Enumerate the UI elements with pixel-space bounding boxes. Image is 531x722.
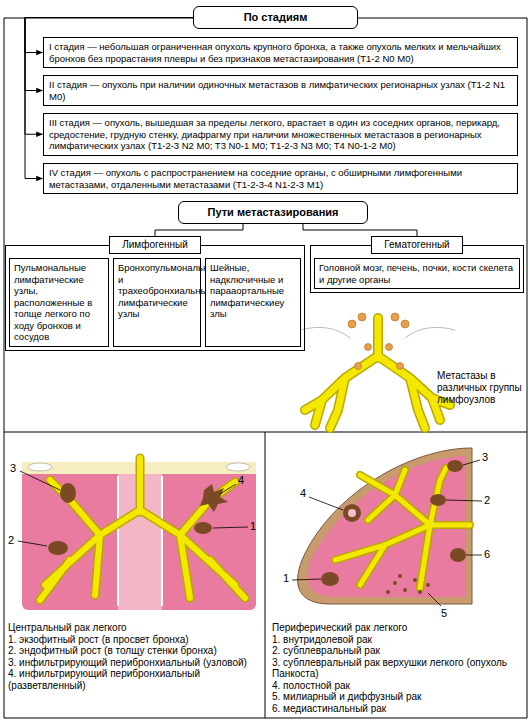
caption-item: 6. медиастинальный рак bbox=[272, 703, 522, 715]
box-text: Головной мозг, печень, почки, кости скел… bbox=[319, 262, 515, 285]
header-box: По стадиям bbox=[193, 6, 358, 29]
callout-number: 5 bbox=[441, 607, 447, 620]
box-text: Пульмональные лимфатические узлы, распол… bbox=[14, 262, 104, 343]
caption-item: 1. экзофитный рост (в просвет бронха) bbox=[8, 634, 260, 646]
connector bbox=[303, 224, 417, 236]
callout-number: 4 bbox=[300, 487, 306, 500]
text-box: Головной мозг, печень, почки, кости скел… bbox=[314, 258, 520, 289]
group-heading: Лимфогенный bbox=[109, 236, 201, 254]
lymph-node-dots bbox=[348, 313, 409, 370]
box-text: I стадия — небольшая ограниченная опухол… bbox=[49, 41, 512, 64]
text-box: Бронхопульмональные и трахеобронхиальные… bbox=[113, 258, 201, 347]
group-box: ГематогенныйГоловной мозг, печень, почки… bbox=[310, 236, 524, 293]
central-cancer-lungs bbox=[18, 458, 256, 610]
caption-item: 1. внутридолевой рак bbox=[272, 634, 522, 646]
box-text: IV стадия — опухоль с распространением н… bbox=[49, 167, 512, 190]
box-text: Шейные, надключичные и парааортальные ли… bbox=[210, 262, 296, 320]
stage-box: II стадия — опухоль при наличии одиночны… bbox=[43, 75, 518, 106]
callout-number: 3 bbox=[482, 451, 488, 464]
callout-number: 6 bbox=[484, 548, 490, 561]
caption-item: 3. инфильтрирующий перибронхиальный (узл… bbox=[8, 657, 260, 669]
callout-number: 1 bbox=[283, 572, 289, 585]
annotation: Метастазы в различных группы лимфоузлов bbox=[437, 370, 525, 406]
caption-list: Периферический рак легкого1. внутридолев… bbox=[272, 622, 522, 714]
group-box: ЛимфогенныйПульмональные лимфатические у… bbox=[5, 236, 305, 351]
callout-number: 4 bbox=[238, 474, 244, 487]
stage-box: IV стадия — опухоль с распространением н… bbox=[43, 163, 518, 194]
box-text: По стадиям bbox=[200, 11, 351, 24]
caption-title: Центральный рак легкого bbox=[8, 622, 260, 634]
text-box: Шейные, надключичные и парааортальные ли… bbox=[205, 258, 301, 347]
box-text: Бронхопульмональные и трахеобронхиальные… bbox=[118, 262, 196, 320]
callout-number: 2 bbox=[8, 534, 14, 547]
callout-number: 1 bbox=[250, 520, 256, 533]
group-heading: Гематогенный bbox=[371, 236, 462, 254]
box-text: II стадия — опухоль при наличии одиночны… bbox=[49, 79, 512, 102]
box-text: Пути метастазирования bbox=[185, 206, 361, 219]
connector bbox=[155, 224, 243, 236]
box-text: III стадия — опухоль, вышедшая за предел… bbox=[49, 117, 512, 152]
peripheral-cancer-lung bbox=[292, 448, 482, 606]
caption-item: 2. эндофитный рост (в толщу стенки бронх… bbox=[8, 645, 260, 657]
text-box: Пульмональные лимфатические узлы, распол… bbox=[9, 258, 109, 347]
caption-item: 2. субплевральный рак bbox=[272, 645, 522, 657]
header-box: Пути метастазирования bbox=[178, 201, 368, 224]
caption-item: 4. инфильтрирующий перибронхиальный (раз… bbox=[8, 668, 260, 691]
caption-item: 3. субплевральный рак верхушки легкого (… bbox=[272, 657, 522, 680]
caption-title: Периферический рак легкого bbox=[272, 622, 522, 634]
stage-box: III стадия — опухоль, вышедшая за предел… bbox=[43, 113, 518, 156]
callout-number: 2 bbox=[484, 494, 490, 507]
caption-item: 4. полостной рак bbox=[272, 680, 522, 692]
outer-frame bbox=[4, 18, 527, 718]
callout-number: 3 bbox=[10, 462, 16, 475]
caption-item: 5. милиарный и диффузный рак bbox=[272, 691, 522, 703]
panel-divider bbox=[4, 432, 527, 718]
caption-list: Центральный рак легкого1. экзофитный рос… bbox=[8, 622, 260, 691]
bronchial-tree bbox=[300, 318, 455, 428]
stage-box: I стадия — небольшая ограниченная опухол… bbox=[43, 37, 518, 68]
